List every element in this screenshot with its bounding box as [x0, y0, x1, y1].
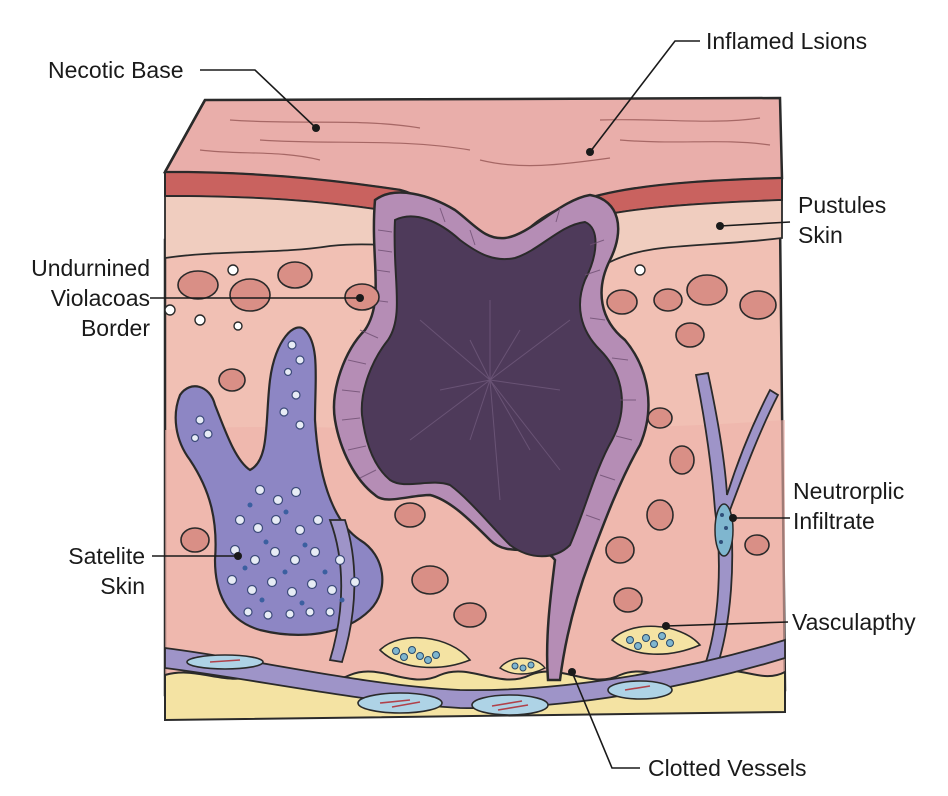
infiltrate-mass: [174, 326, 384, 636]
label-neutrophil-infiltrate: Neutrorplic Infiltrate: [793, 478, 905, 534]
vessel-clots: [209, 659, 651, 711]
neutrophil-nuclei: [719, 513, 728, 544]
leader-lines: [150, 40, 791, 769]
label-inflamed-lesions: Inflamed Lsions: [706, 28, 868, 54]
vasculopathy-pocket-right: [610, 625, 702, 655]
infiltrate-nuclei: [242, 502, 345, 606]
surface-texture: [199, 117, 771, 167]
label-vasculopathy: Vasculapthy: [792, 609, 916, 635]
small-dermal-dots: [164, 264, 646, 331]
label-pustules-skin: Pustules Skin: [798, 192, 887, 248]
label-undermined-border: Undurnined Violacoas Border: [31, 255, 150, 341]
neutrophil-cluster: [714, 503, 734, 557]
label-satellite-skin: Satelite Skin: [68, 543, 145, 599]
dermal-cells: [177, 261, 777, 628]
surface-bevel: [163, 99, 207, 173]
infiltrate-cells: [190, 340, 361, 620]
leader-dots: [234, 124, 737, 676]
ulcer-necrotic-core: [360, 215, 623, 558]
necrotic-core-texture: [409, 300, 571, 501]
label-necrotic-base: Necotic Base: [48, 57, 184, 83]
vasculopathy-clusters: [392, 632, 674, 672]
label-clotted-vessels: Clotted Vessels: [648, 755, 807, 781]
ulcer-rim-hatching: [341, 207, 636, 521]
clotted-vessels: [186, 654, 673, 716]
